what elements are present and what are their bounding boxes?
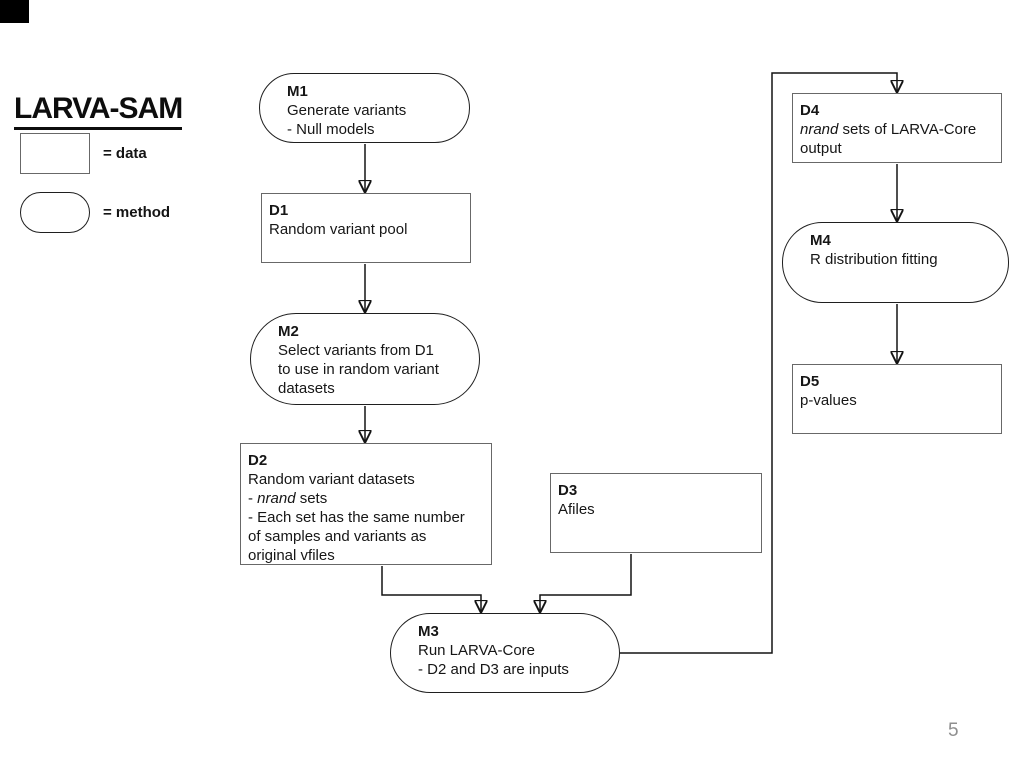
page-title: LARVA-SAM [14, 92, 183, 131]
node-m3-text: Run LARVA-Core- D2 and D3 are inputs [418, 642, 569, 678]
node-m1-text: Generate variants- Null models [287, 102, 407, 138]
legend-data-shape [20, 133, 90, 174]
legend-data-label: = data [103, 145, 147, 162]
arrow-d3-m3 [540, 554, 632, 611]
legend-method-label: = method [103, 204, 171, 221]
legend-method-shape [20, 192, 90, 233]
node-d1: D1 Random variant pool [261, 193, 471, 263]
page-number: 5 [948, 720, 959, 741]
node-d3-text: Afiles [558, 501, 595, 518]
node-d4-id: D4 [800, 102, 820, 119]
node-d5-text: p-values [800, 392, 857, 409]
node-d2-text: Random variant datasets- nrand sets- Eac… [248, 471, 465, 564]
node-m4-id: M4 [810, 232, 831, 249]
node-d5-id: D5 [800, 373, 820, 390]
node-d2: D2 Random variant datasets- nrand sets- … [240, 443, 492, 565]
node-m4-text: R distribution fitting [810, 251, 938, 268]
node-m4: M4 R distribution fitting [782, 222, 1009, 303]
arrow-d2-m3 [381, 566, 481, 611]
node-d3-id: D3 [558, 482, 578, 499]
node-m3: M3 Run LARVA-Core- D2 and D3 are inputs [390, 613, 620, 693]
node-d3: D3 Afiles [550, 473, 762, 553]
node-m1-id: M1 [287, 83, 308, 100]
node-m2-id: M2 [278, 323, 299, 340]
node-m3-id: M3 [418, 623, 439, 640]
node-d5: D5 p-values [792, 364, 1002, 434]
node-d2-id: D2 [248, 452, 268, 469]
node-d1-id: D1 [269, 202, 289, 219]
slide-corner-mark [0, 0, 29, 23]
node-m1: M1 Generate variants- Null models [259, 73, 470, 143]
node-d1-text: Random variant pool [269, 221, 408, 238]
arrow-m3-d4 [620, 72, 897, 654]
